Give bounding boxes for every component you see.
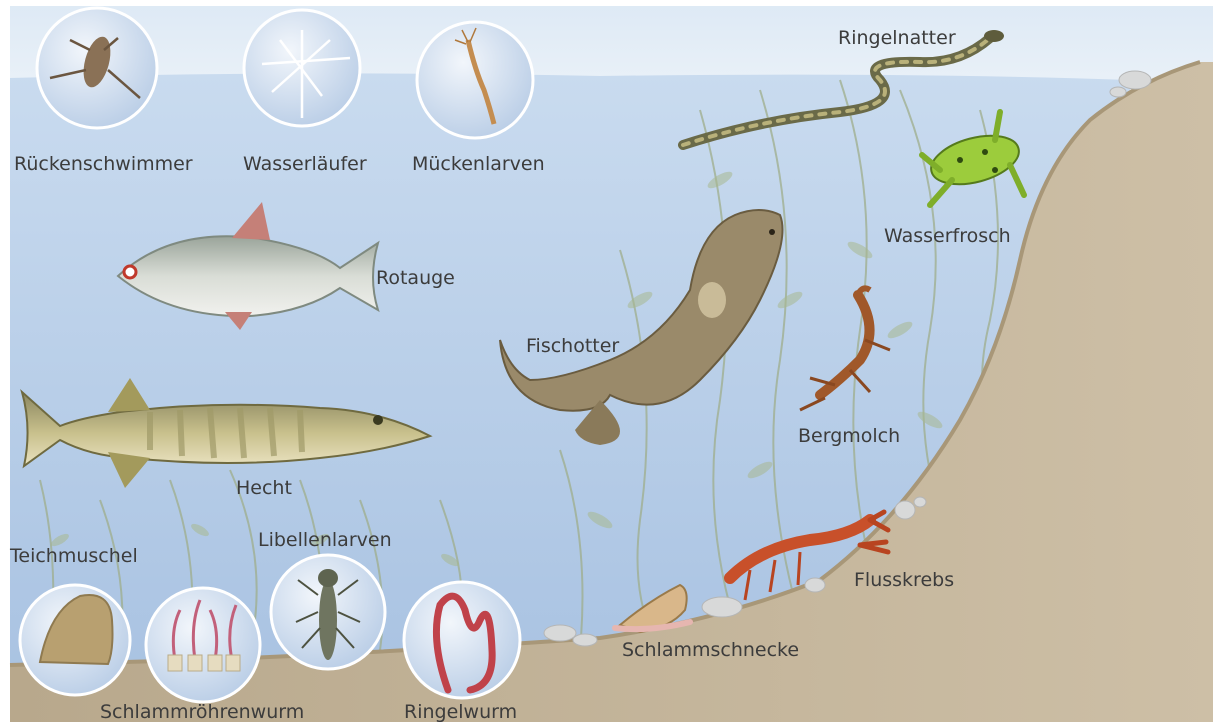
wasserlaeufer-bubble <box>244 10 360 126</box>
teichmuschel-bubble <box>20 585 130 695</box>
ringelwurm-bubble <box>404 582 520 698</box>
libellenlarven-bubble <box>271 555 385 669</box>
label-rotauge: Rotauge <box>376 267 455 289</box>
frame-left <box>0 0 10 722</box>
label-mueckenlarven: Mückenlarven <box>412 153 545 175</box>
rueckenschwimmer-bubble <box>37 8 157 128</box>
label-ringelwurm: Ringelwurm <box>404 701 517 722</box>
label-libellenlarven: Libellenlarven <box>258 529 392 551</box>
label-wasserfrosch: Wasserfrosch <box>884 225 1011 247</box>
label-wasserlaeufer: Wasserläufer <box>243 153 367 175</box>
frame-top <box>0 0 1213 6</box>
label-schlammroehrenwurm: Schlammröhrenwurm <box>100 701 304 722</box>
label-teichmuschel: Teichmuschel <box>9 545 138 567</box>
label-fischotter: Fischotter <box>526 335 619 357</box>
label-ringelnatter: Ringelnatter <box>838 27 956 49</box>
label-schlammschnecke: Schlammschnecke <box>622 639 799 661</box>
label-rueckenschwimmer: Rückenschwimmer <box>14 153 193 175</box>
mueckenlarven-bubble <box>417 22 533 138</box>
label-flusskrebs: Flusskrebs <box>854 569 954 591</box>
label-hecht: Hecht <box>236 477 292 499</box>
label-bergmolch: Bergmolch <box>798 425 900 447</box>
schlammroehrenwurm-bubble <box>146 588 260 702</box>
